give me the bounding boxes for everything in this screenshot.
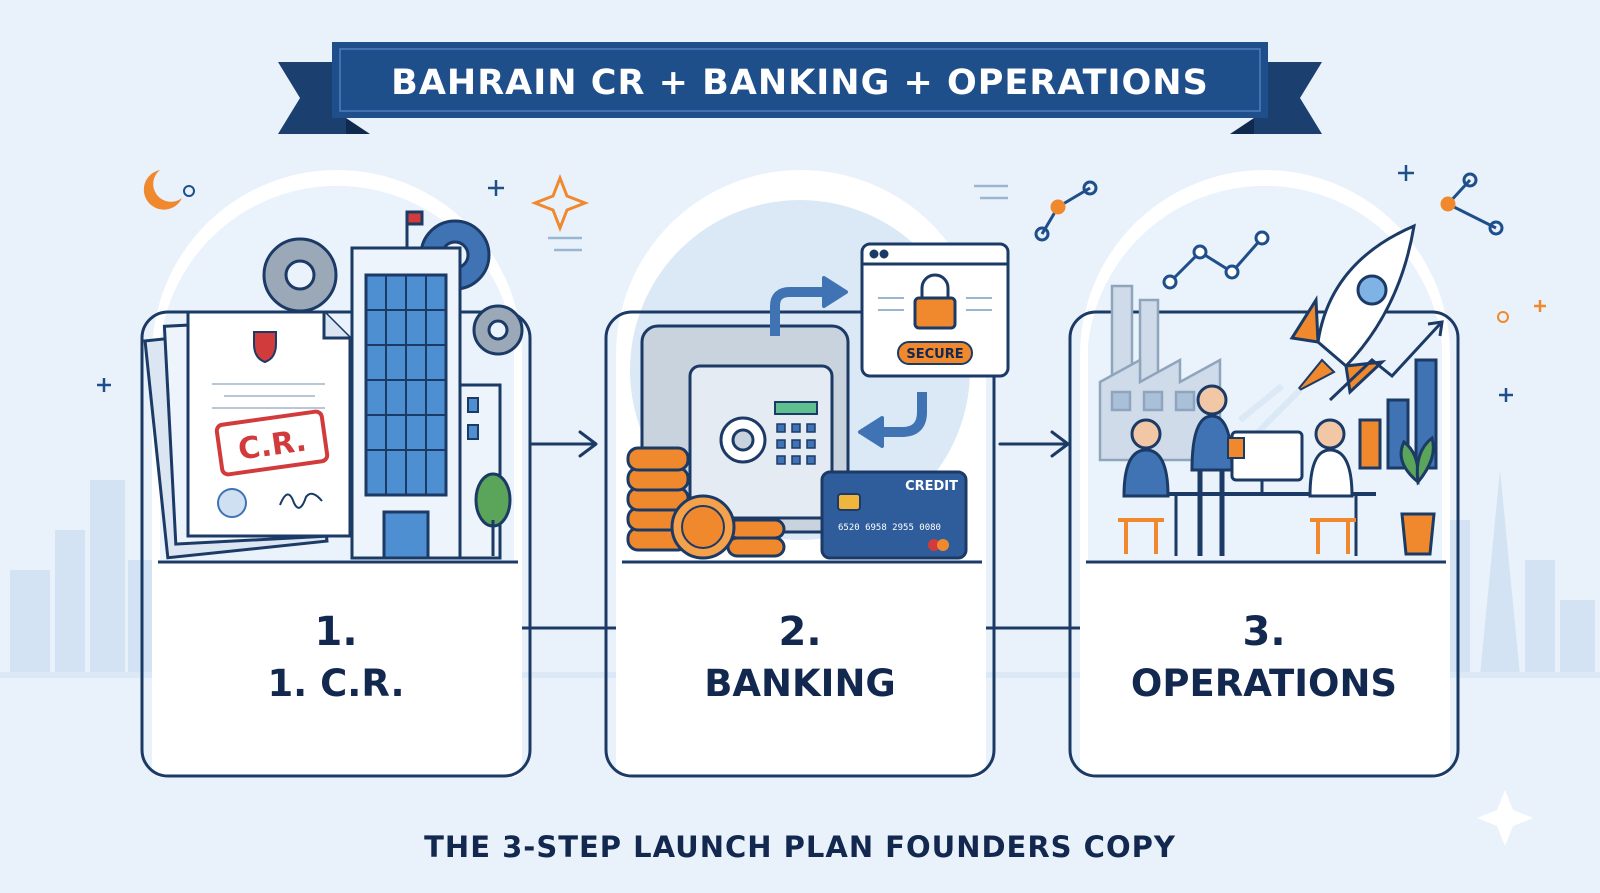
cr-document-icon: C.R.: [143, 310, 352, 560]
secure-badge: [897, 341, 973, 365]
factory-icon: [1098, 284, 1222, 462]
transfer-arrow-icon: [770, 276, 927, 448]
secure-badge-text: SECURE: [906, 347, 963, 362]
network-nodes-icon: [1034, 172, 1504, 242]
person-icon: [1130, 418, 1162, 450]
step-card-3: 3. OPERATIONS: [1068, 170, 1460, 778]
sparkle-icon: [530, 173, 590, 233]
padlock-icon: [913, 296, 957, 330]
step-number-1: 1.: [314, 609, 357, 655]
gear-icon: [472, 304, 524, 356]
step-card-2: SECURE CREDIT 6520 6958 2955 0080 2. BAN…: [604, 170, 1010, 778]
bahrain-emblem-icon: [253, 331, 277, 364]
seal-icon: [217, 488, 247, 518]
gear-icon: [262, 237, 338, 313]
step-label-3: OPERATIONS: [1131, 662, 1397, 705]
cr-stamp: [214, 409, 330, 477]
secure-browser-window-icon: SECURE: [860, 242, 1010, 378]
card-label: CREDIT: [905, 479, 958, 494]
step-number-2: 2.: [778, 609, 821, 655]
rocket-icon: [1238, 223, 1416, 443]
footer-caption: THE 3-STEP LAUNCH PLAN FOUNDERS COPY: [424, 830, 1176, 864]
moon-icon: [143, 170, 182, 210]
title-banner: BAHRAIN CR + BANKING + OPERATIONS: [278, 42, 1322, 134]
step-card-1: C.R. 1. 1. C.R.: [140, 170, 532, 778]
step-number-3: 3.: [1242, 609, 1285, 655]
vault-safe-icon: [640, 324, 850, 534]
arrow-right-icon: [530, 430, 598, 458]
banner-title: BAHRAIN CR + BANKING + OPERATIONS: [391, 63, 1209, 103]
card-number: 6520 6958 2955 0080: [838, 523, 941, 533]
potted-plant-icon: [1399, 435, 1436, 556]
coin-stack-icon: [626, 446, 786, 560]
step-label-1: 1. C.R.: [267, 662, 404, 705]
person-icon: [1314, 418, 1346, 450]
arrow-right-icon: [998, 430, 1070, 458]
credit-card-icon: CREDIT 6520 6958 2955 0080: [820, 470, 968, 560]
team-working-icon: [1118, 384, 1376, 556]
person-icon: [1196, 384, 1228, 416]
sparkle-icon: [1477, 790, 1533, 846]
tree-icon: [474, 472, 512, 556]
office-building-icon: [350, 210, 502, 560]
step-label-2: BANKING: [704, 662, 896, 705]
trend-line-icon: [1162, 230, 1270, 290]
signature-icon: [279, 492, 323, 509]
